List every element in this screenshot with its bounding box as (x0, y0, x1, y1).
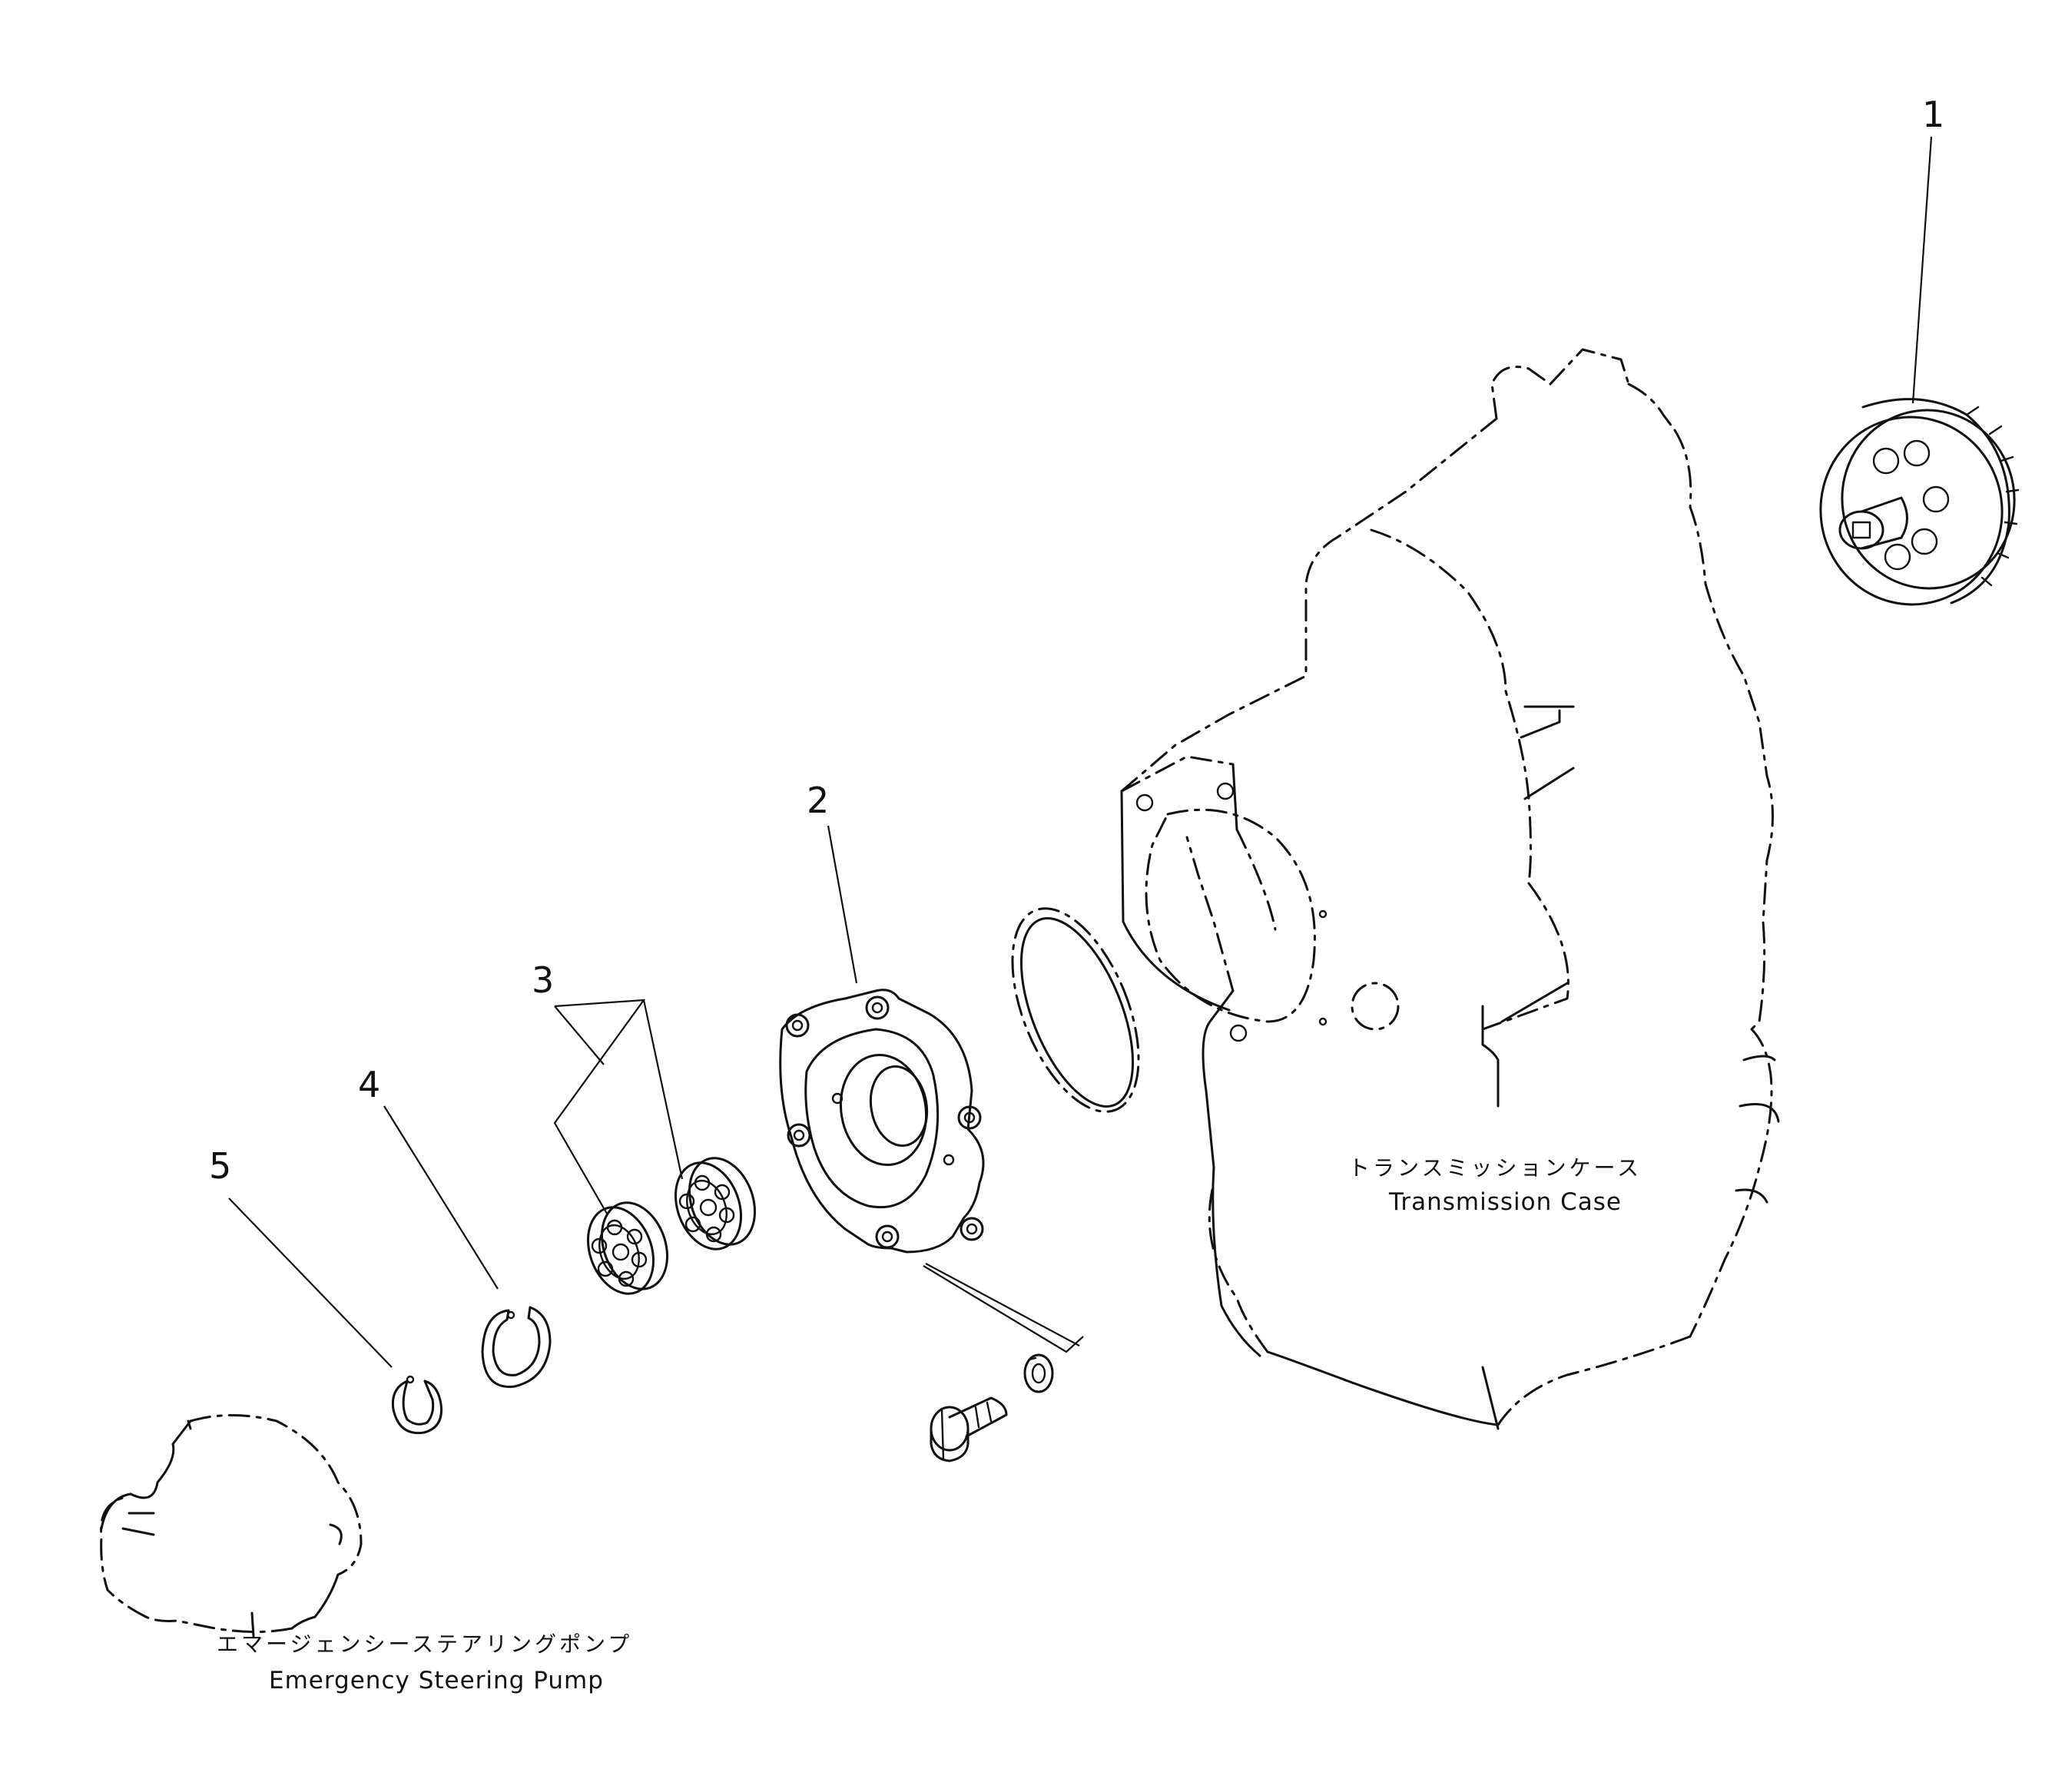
emergency-steering-pump (100, 1414, 363, 1638)
pump-label-en: Emergency Steering Pump (269, 1667, 604, 1694)
o-ring (1011, 907, 1140, 1113)
pump-label-jp: エマージェンシーステアリングポンプ (217, 1631, 632, 1657)
transmission-case (1120, 348, 1780, 1430)
snap-ring (481, 1306, 552, 1388)
transmission-case-label-en: Transmission Case (1388, 1188, 1622, 1216)
gear (1819, 398, 2020, 606)
callout-1: 1 (1922, 94, 1944, 135)
washer (1023, 1353, 1054, 1393)
cage (779, 989, 985, 1254)
transmission-case-label-jp: トランスミッションケース (1348, 1155, 1642, 1181)
bearing (674, 1157, 757, 1250)
callout-3: 3 (532, 959, 554, 1001)
callout-2: 2 (807, 780, 829, 821)
leader-lines (228, 136, 1933, 1368)
callout-4: 4 (358, 1064, 380, 1105)
bolt (930, 1396, 1008, 1462)
bearing (586, 1201, 669, 1295)
snap-ring (391, 1375, 443, 1435)
callout-5: 5 (209, 1145, 231, 1187)
